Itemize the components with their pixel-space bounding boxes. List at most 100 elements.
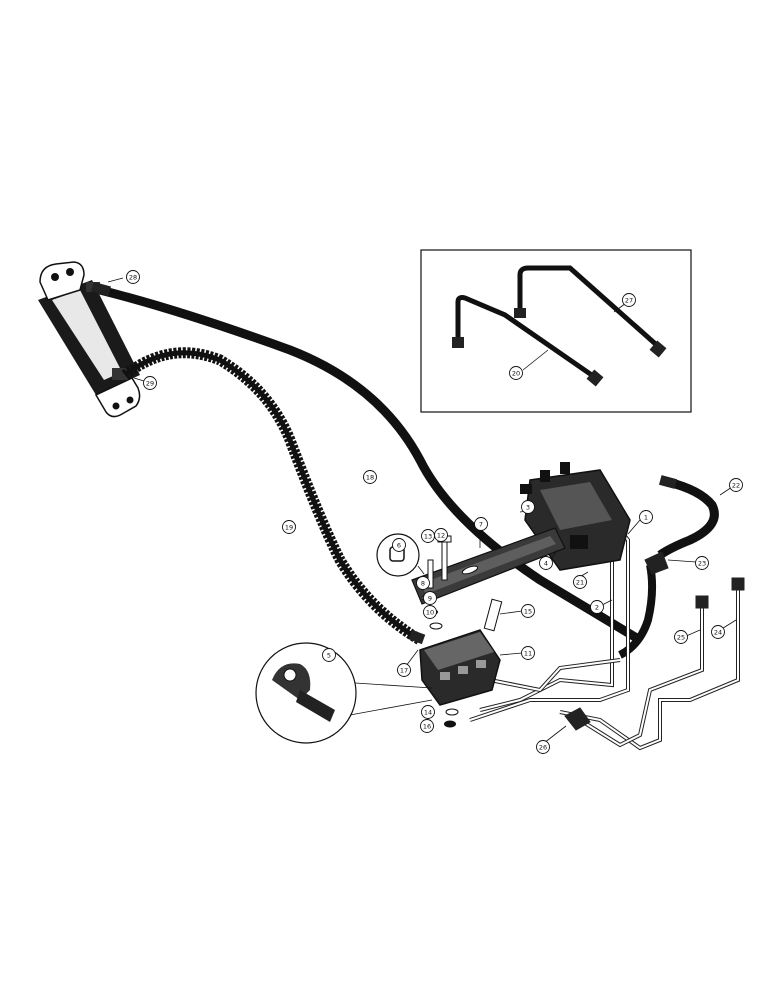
elbow-fitting-28	[564, 707, 591, 731]
elbow-fitting-23	[644, 551, 669, 575]
hose-18	[98, 285, 643, 644]
hose-19	[121, 347, 423, 645]
callout-label: 9	[428, 594, 432, 602]
callout-20: 20	[509, 366, 523, 380]
callout-5: 5	[322, 648, 336, 662]
mounting-bracket	[411, 527, 566, 605]
callout-circle	[674, 630, 688, 644]
tube-26	[455, 295, 598, 381]
callout-3: 3	[521, 500, 535, 514]
callout-18: 18	[363, 470, 377, 484]
tube-26-nut-end	[586, 369, 604, 387]
callout-circle	[509, 366, 523, 380]
clevis-pin-bottom-2	[126, 396, 134, 404]
callout-label: 10	[426, 608, 434, 616]
inset-frame	[420, 249, 692, 413]
cylinder-highlight	[52, 290, 122, 380]
callout-label: 12	[437, 531, 445, 539]
callout-label: 23	[698, 559, 706, 567]
callout-14: 14	[421, 705, 435, 719]
callout-label: 6	[397, 541, 401, 549]
valve-upper-port	[570, 535, 588, 549]
washer-10	[429, 622, 443, 630]
callout-22: 22	[729, 478, 743, 492]
detail-fitting-5	[255, 642, 433, 744]
tube-21-nut-top	[514, 308, 526, 318]
fitting-17	[408, 629, 426, 645]
tube-24-inner	[559, 590, 739, 750]
hydraulic-cylinder	[38, 261, 141, 418]
callout-19: 19	[282, 520, 296, 534]
hoses	[98, 285, 719, 659]
fitting-5-hose	[296, 690, 335, 722]
callout-label: 29	[146, 379, 154, 387]
callout-29: 29	[143, 376, 157, 390]
tube-block-out-inner	[489, 659, 621, 692]
callout-circle	[282, 520, 296, 534]
hose-22	[657, 477, 719, 559]
callout-label: 19	[285, 523, 293, 531]
tube-25-inner	[579, 608, 703, 747]
callout-label: 5	[327, 651, 331, 659]
tube-24-nut	[731, 577, 745, 591]
fitting-hose-18-end	[91, 281, 111, 297]
callout-label: 20	[512, 369, 520, 377]
callout-24: 24	[711, 625, 725, 639]
callout-6: 6	[392, 538, 406, 552]
leader-19-cyl	[133, 377, 145, 382]
callout-circle	[143, 376, 157, 390]
callout-label: 11	[524, 649, 532, 657]
callout-circle	[397, 663, 411, 677]
clevis-pin-bottom	[112, 402, 120, 410]
leader-2	[601, 599, 613, 606]
callout-circle	[416, 576, 430, 590]
valve-lower-top	[424, 632, 494, 670]
callout-circle	[421, 529, 435, 543]
callout-15: 15	[521, 604, 535, 618]
callout-label: 8	[421, 579, 425, 587]
callout-label: 28	[129, 273, 137, 281]
valve-upper-lever-2	[540, 470, 550, 482]
callout-27: 27	[622, 293, 636, 307]
callout-circle	[639, 510, 653, 524]
callout-circle	[729, 478, 743, 492]
callout-label: 1	[644, 513, 648, 521]
callout-label: 17	[400, 666, 408, 674]
tube-21	[517, 265, 662, 350]
callout-circle	[590, 600, 604, 614]
callout-2: 2	[590, 600, 604, 614]
callout-26: 26	[536, 740, 550, 754]
leader-17	[405, 649, 419, 667]
callout-circle	[423, 591, 437, 605]
clevis-pin-top	[51, 273, 59, 281]
tube-21-nut-end	[649, 340, 667, 358]
callout-label: 4	[544, 559, 548, 567]
callout-circle	[420, 719, 434, 733]
detail-plug-6	[376, 533, 425, 577]
tube-26-nut-top	[452, 337, 464, 348]
leader-26	[522, 349, 549, 371]
leader-detail-5-a	[354, 682, 433, 689]
callout-circle	[521, 604, 535, 618]
callout-label: 2	[595, 603, 599, 611]
tube-2-inner	[479, 545, 613, 711]
cylinder-clevis-bottom	[94, 377, 141, 418]
callout-12: 12	[434, 528, 448, 542]
valve-lower-detail-3	[476, 660, 486, 668]
leader-detail-6	[417, 565, 425, 575]
callout-circle	[711, 625, 725, 639]
callout-4: 4	[539, 556, 553, 570]
callout-17: 17	[397, 663, 411, 677]
leader-23	[667, 559, 697, 563]
hose-block-return	[618, 564, 657, 659]
callout-circle	[539, 556, 553, 570]
nut-16	[444, 720, 456, 728]
callout-circle	[423, 605, 437, 619]
hose-19-core	[123, 350, 422, 643]
callout-13: 13	[421, 529, 435, 543]
leader-29	[107, 277, 124, 283]
valve-lower-detail-1	[440, 672, 450, 680]
callout-label: 24	[714, 628, 722, 636]
callout-circle	[421, 705, 435, 719]
callout-label: 21	[576, 578, 584, 586]
